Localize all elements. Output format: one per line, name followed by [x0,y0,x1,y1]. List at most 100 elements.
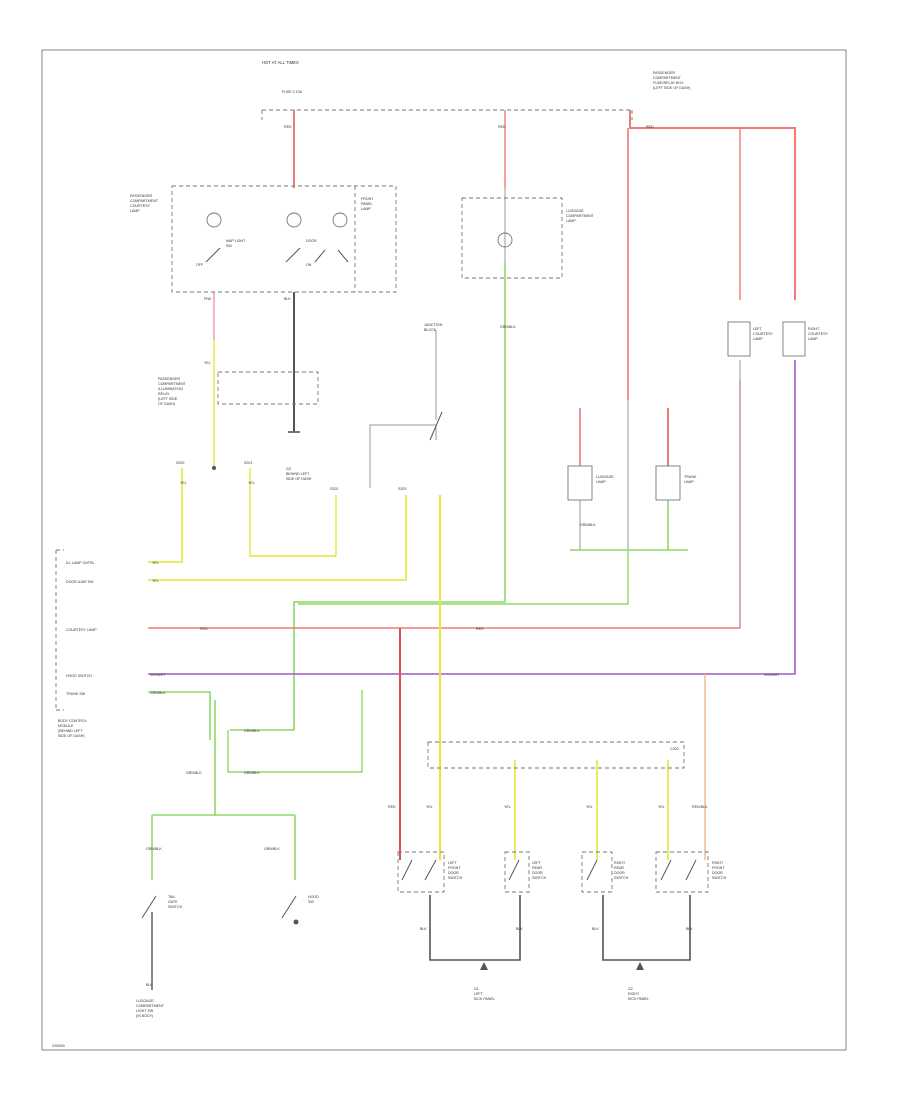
svg-text:YEL: YEL [152,579,159,583]
right-courtesy-lamp-body [782,321,806,357]
svg-text:GRN/BLK: GRN/BLK [244,771,260,775]
right-front-door-switch-label: RIGHT FRONT DOOR SWITCH [712,861,727,880]
svg-text:GRN/BLK: GRN/BLK [244,729,260,733]
svg-text:LAMP: LAMP [753,337,763,341]
svg-text:GRN/BLK: GRN/BLK [150,691,166,695]
luggage-lamp-label: LUGGAGE LAMP [596,475,614,484]
junction-label: JUNCTION BLOCK [424,323,443,332]
bulb-icon [206,212,348,228]
wire-grn-panel [230,262,506,731]
svg-text:YEL: YEL [180,481,187,485]
map-light-switch-label: MAP LIGHT SW OFF DOOR ON [196,239,317,267]
splice-dot [212,466,216,470]
svg-text:RED: RED [646,125,654,129]
courtesy-lamp-housing [171,185,397,293]
wire-grn-loop [227,690,363,773]
bcm-pin-label: DOOR AJAR SW [66,580,94,584]
svg-text:COURTESY: COURTESY [808,332,829,336]
svg-text:LEFT: LEFT [532,861,542,865]
bcm-pin-label: COURTESY LAMP [66,628,97,632]
luggage-lamp-body [567,465,593,501]
svg-text:DOOR: DOOR [614,871,625,875]
tail-gate-switch-icon [141,895,157,919]
svg-text:GRN/BLK: GRN/BLK [186,771,202,775]
left-courtesy-lamp-label: LEFT COURTESY LAMP [753,327,774,341]
svg-text:YEL: YEL [426,805,433,809]
svg-text:COMPARTMENT: COMPARTMENT [653,76,682,80]
fuse-label: FUSE 3 10A [282,90,303,94]
svg-text:BLK: BLK [420,927,427,931]
svg-text:RED: RED [200,627,208,631]
splice-label: S200 [176,461,184,465]
panel-lamp-housing [461,197,563,279]
right-rear-door-switch-label: RIGHT REAR DOOR SWITCH [614,861,629,880]
splice-label: S202 [330,487,338,491]
svg-text:RELAY: RELAY [158,392,170,396]
bcm-housing [55,549,64,711]
svg-text:COMPARTMENT: COMPARTMENT [136,1004,165,1008]
wire-red-right-feed [629,110,796,300]
svg-text:YEL: YEL [152,561,159,565]
svg-text:SWITCH: SWITCH [168,905,183,909]
svg-text:COURTESY: COURTESY [753,332,774,336]
svg-text:KICK PANEL: KICK PANEL [628,997,649,1001]
ground-g2-label: G2 RIGHT KICK PANEL [628,987,649,1001]
svg-text:GRN/BLK: GRN/BLK [264,847,280,851]
svg-text:(LEFT SIDE: (LEFT SIDE [158,397,178,401]
svg-text:LUGGAGE: LUGGAGE [566,209,584,213]
svg-text:SWITCH: SWITCH [532,876,547,880]
svg-text:VIO/WHT: VIO/WHT [764,673,780,677]
wire-grn-trunk-sw [148,691,211,740]
illumination-relay-housing [217,371,319,405]
svg-text:REAR: REAR [614,866,624,870]
figure-id: G00000 [52,1044,65,1048]
svg-text:YEL: YEL [586,805,593,809]
svg-text:RIGHT: RIGHT [614,861,626,865]
svg-text:DOOR: DOOR [532,871,543,875]
wire-red-courtesy-bcm [148,380,741,629]
svg-text:LUGGAGE: LUGGAGE [136,999,154,1003]
ground-icon [480,962,488,970]
bulb-icon [497,232,513,248]
svg-text:FRONT: FRONT [448,866,461,870]
svg-text:LEFT: LEFT [474,992,484,996]
svg-text:RED: RED [388,805,396,809]
svg-text:SW: SW [226,244,232,248]
ground-icon [636,962,644,970]
diagram-frame [41,49,847,1051]
svg-text:(BEHIND LEFT: (BEHIND LEFT [58,729,83,733]
left-courtesy-lamp-body [727,321,751,357]
svg-text:LUGGAGE: LUGGAGE [596,475,614,479]
svg-text:RIGHT: RIGHT [712,861,724,865]
svg-text:YEL: YEL [658,805,665,809]
wire-yel-map-splice [249,468,337,557]
svg-text:LAMP: LAMP [808,337,818,341]
splice-label: S201 [244,461,252,465]
fuse-box-label: PASSENGER COMPARTMENT FUSE/RELAY BOX (LE… [653,71,690,90]
svg-text:YEL: YEL [248,481,255,485]
svg-text:RED: RED [284,125,292,129]
map-light-switch-icon [205,247,349,263]
left-front-door-switch-label: LEFT FRONT DOOR SWITCH [448,861,463,880]
svg-text:LIGHT SW: LIGHT SW [136,1009,154,1013]
svg-text:SWITCH: SWITCH [448,876,463,880]
svg-text:COMPARTMENT: COMPARTMENT [130,199,159,203]
door-switch-connector [427,741,685,769]
svg-text:VIO/WHT: VIO/WHT [150,673,166,677]
door-switch-icon [397,851,709,893]
illumination-relay-label: PASSENGER COMPARTMENT ILLUMINATION RELAY… [158,377,187,406]
bcm-pin-label: ILL LAMP CNTRL [66,561,95,565]
right-courtesy-lamp-label: RIGHT COURTESY LAMP [808,327,829,341]
svg-text:RIGHT: RIGHT [808,327,820,331]
svg-text:ON: ON [306,263,312,267]
luggage-switch-label: LUGGAGE COMPARTMENT LIGHT SW (IN BODY) [136,999,165,1018]
trunk-lamp-label: TRUNK LAMP [684,475,697,484]
svg-text:YEL: YEL [504,805,511,809]
svg-text:SWITCH: SWITCH [712,876,727,880]
front-panel-lamp-label: FRONT PANEL LAMP [361,197,374,211]
bcm-pins: ILL LAMP CNTRL DOOR AJAR SW COURTESY LAM… [66,561,97,696]
svg-text:BLOCK: BLOCK [424,328,437,332]
svg-text:G2: G2 [628,987,633,991]
